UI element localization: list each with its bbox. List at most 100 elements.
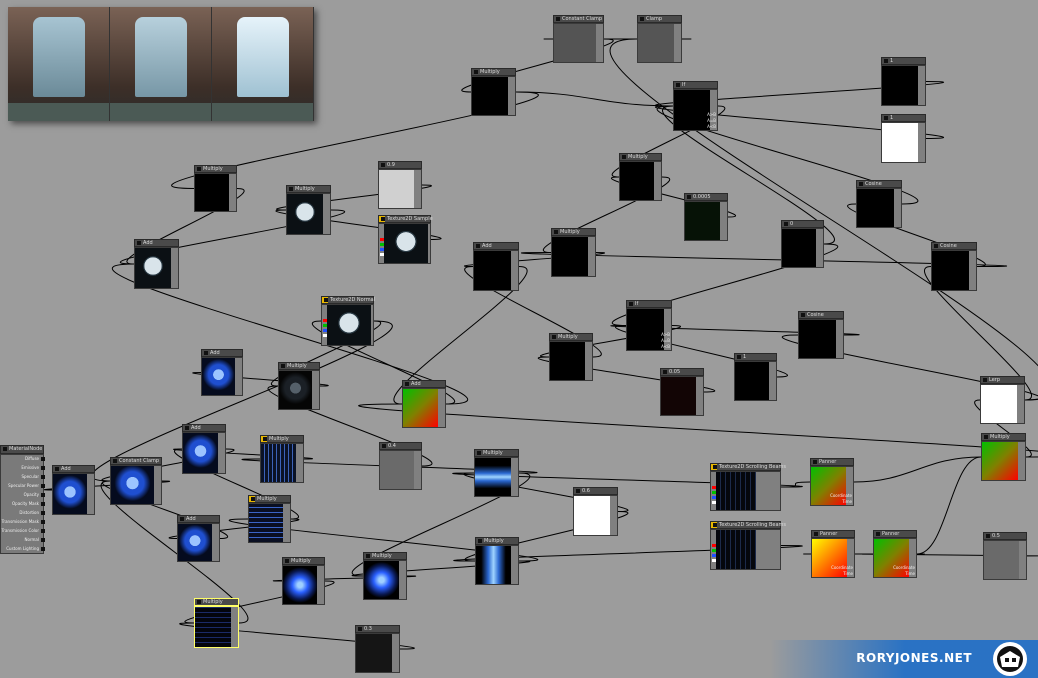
node-title[interactable]: Constant Clamp <box>110 457 162 465</box>
node-title[interactable]: 0.05 <box>660 368 704 376</box>
material-input-specular[interactable]: Specular <box>1 473 45 481</box>
node-title[interactable]: Add <box>52 465 95 473</box>
node-title[interactable]: Multiply <box>286 185 331 193</box>
node-pin-label[interactable]: A>B <box>707 112 716 117</box>
node-title[interactable]: Panner <box>873 530 917 538</box>
material-input-transmission-color[interactable]: Transmission Color <box>1 528 45 533</box>
node-multiply[interactable]: Multiply <box>549 333 593 381</box>
node-title[interactable]: Panner <box>810 458 854 466</box>
node-title[interactable]: Multiply <box>194 165 237 173</box>
node-texture2d-scrolling-beams[interactable]: Texture2D Scrolling Beams <box>710 463 786 511</box>
node-title[interactable]: 0.6 <box>573 487 618 495</box>
node-title[interactable]: Lerp <box>980 376 1025 384</box>
node-title[interactable]: Multiply <box>981 433 1026 441</box>
material-input-distortion[interactable]: Distortion <box>1 509 45 517</box>
node-multiply[interactable]: Multiply <box>981 433 1026 481</box>
node-title[interactable]: Add <box>182 424 226 432</box>
node-title[interactable]: Add <box>473 242 519 250</box>
node-title[interactable]: Multiply <box>248 495 291 503</box>
node-pin-label[interactable]: A>B <box>661 332 670 337</box>
node-pin-label[interactable]: Coordinate <box>830 493 852 498</box>
node-pin-label[interactable]: A<B <box>707 124 716 129</box>
node-title[interactable]: Multiply <box>475 537 519 545</box>
node-1[interactable]: 1 <box>881 57 926 106</box>
node-multiply[interactable]: Multiply <box>551 228 596 277</box>
node-pin-label[interactable]: Time <box>843 571 853 576</box>
node-title[interactable]: 0.0005 <box>684 193 728 201</box>
node-title[interactable]: Constant Clamp <box>553 15 604 23</box>
node-title[interactable]: Add <box>402 380 446 388</box>
node-title[interactable]: Multiply <box>619 153 662 161</box>
node-0-5[interactable]: 0.5 <box>983 532 1027 580</box>
node-multiply[interactable]: Multiply <box>194 598 239 648</box>
node-pin-label[interactable]: Coordinate <box>831 565 853 570</box>
node-title[interactable]: Multiply <box>474 449 519 457</box>
node-1[interactable]: 1 <box>734 353 777 401</box>
node-title[interactable]: Add <box>177 515 220 523</box>
node-title[interactable]: 1 <box>881 114 926 122</box>
node-constant-clamp[interactable]: Constant Clamp <box>110 457 162 505</box>
node-pin-label[interactable]: A<B <box>661 344 670 349</box>
node-0-3[interactable]: 0.3 <box>355 625 400 673</box>
node-title[interactable]: Multiply <box>551 228 596 236</box>
node-title[interactable]: Texture2D Sample <box>378 215 433 223</box>
material-input-specular-power[interactable]: Specular Power <box>1 482 45 490</box>
node-0-6[interactable]: 0.6 <box>573 487 618 536</box>
node-title[interactable]: Texture2D Scrolling Beams <box>710 521 786 529</box>
material-input-emissive[interactable]: Emissive <box>1 464 45 472</box>
node-texture2d-sample[interactable]: Texture2D Sample <box>378 215 433 264</box>
node-add[interactable]: Add <box>473 242 519 291</box>
node-add[interactable]: Add <box>52 465 95 515</box>
material-input-diffuse[interactable]: Diffuse <box>1 455 45 463</box>
node-pin-label[interactable]: Time <box>842 499 852 504</box>
node-title[interactable]: Multiply <box>471 68 516 76</box>
node-title[interactable]: Add <box>201 349 243 357</box>
node-pin-label[interactable]: Coordinate <box>893 565 915 570</box>
node-multiply[interactable]: Multiply <box>471 68 516 116</box>
material-input-normal[interactable]: Normal <box>1 536 45 544</box>
material-input-opacity-mask[interactable]: Opacity Mask <box>1 500 45 508</box>
node-title[interactable]: If <box>673 81 718 89</box>
node-title[interactable]: If <box>626 300 672 308</box>
node-pin-label[interactable]: Time <box>905 571 915 576</box>
node-clamp[interactable]: Clamp <box>637 15 682 63</box>
node-cosine[interactable]: Cosine <box>798 311 844 359</box>
node-multiply[interactable]: Multiply <box>278 362 320 410</box>
node-multiply[interactable]: Multiply <box>619 153 662 201</box>
node-add[interactable]: Add <box>201 349 243 396</box>
node-lerp[interactable]: Lerp <box>980 376 1025 424</box>
node-multiply[interactable]: Multiply <box>475 537 519 585</box>
node-title[interactable]: 1 <box>881 57 926 65</box>
node-title[interactable]: 0.3 <box>355 625 400 633</box>
node-title[interactable]: Multiply <box>363 552 407 560</box>
node-title[interactable]: Cosine <box>931 242 977 250</box>
node-multiply[interactable]: Multiply <box>248 495 291 543</box>
node-title[interactable]: Multiply <box>194 598 239 606</box>
node-title[interactable]: Add <box>134 239 179 247</box>
node-texture2d-scrolling-beams[interactable]: Texture2D Scrolling Beams <box>710 521 786 570</box>
node-title[interactable]: Panner <box>811 530 855 538</box>
material-input-custom-lighting[interactable]: Custom Lighting <box>1 545 45 553</box>
node-title[interactable]: 1 <box>734 353 777 361</box>
node-constant-clamp[interactable]: Constant Clamp <box>553 15 604 63</box>
node-add[interactable]: Add <box>182 424 226 474</box>
node-multiply[interactable]: Multiply <box>363 552 407 600</box>
node-multiply[interactable]: Multiply <box>282 557 325 605</box>
node-title[interactable]: Multiply <box>282 557 325 565</box>
node-title[interactable]: Multiply <box>260 435 304 443</box>
node-title[interactable]: Texture2D Scrolling Beams <box>710 463 786 471</box>
node-pin-label[interactable]: A=B <box>707 118 716 123</box>
node-add[interactable]: Add <box>402 380 446 428</box>
node-texture2d-normal[interactable]: Texture2D Normal <box>321 296 375 346</box>
node-add[interactable]: Add <box>177 515 220 562</box>
node-0[interactable]: 0 <box>781 220 824 268</box>
node-multiply[interactable]: Multiply <box>194 165 237 212</box>
node-title[interactable]: Clamp <box>637 15 682 23</box>
node-title[interactable]: Texture2D Normal <box>321 296 375 304</box>
